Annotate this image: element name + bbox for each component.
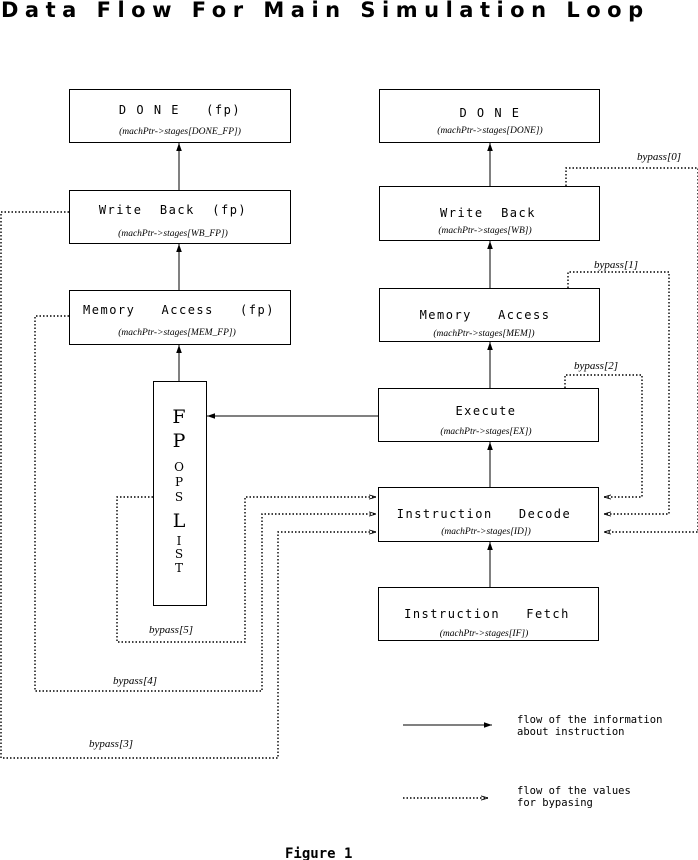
bypass-4-path	[34, 315, 376, 692]
bypass-3-path	[0, 211, 376, 759]
stage-mem-fp-sub: (machPtr->stages[MEM_FP])	[118, 327, 236, 338]
fp-ops-letter: F	[172, 406, 185, 428]
bypass-1-path	[567, 271, 670, 514]
stage-done-fp-label: D O N E (fp)	[119, 103, 241, 117]
stage-id: Instruction Decode (machPtr->stages[ID])	[378, 487, 599, 542]
fp-ops-list: F P O P S L I S T	[153, 381, 207, 606]
fp-ops-letter: S	[175, 547, 183, 561]
stage-wb-label: Write Back	[440, 206, 536, 220]
legend-solid-text-1: flow of the information	[517, 714, 662, 726]
stage-id-label: Instruction Decode	[397, 507, 572, 521]
fp-ops-letter: L	[173, 510, 186, 532]
bypass-4-label: bypass[4]	[113, 675, 157, 687]
stage-mem: Memory Access (machPtr->stages[MEM])	[379, 288, 600, 342]
stage-ex-sub: (machPtr->stages[EX])	[440, 426, 531, 437]
legend-solid-text-2: about instruction	[517, 726, 624, 738]
bypass-2-label: bypass[2]	[574, 360, 618, 372]
stage-done-fp-sub: (machPtr->stages[DONE_FP])	[119, 126, 241, 137]
stage-wb-fp-label: Write Back (fp)	[99, 203, 247, 217]
legend-dotted-text-1: flow of the values	[517, 785, 631, 797]
legend: flow of the information about instructio…	[403, 714, 662, 809]
stage-if-label: Instruction Fetch	[404, 607, 570, 621]
bypass-0-path	[565, 167, 698, 532]
stage-mem-fp: Memory Access (fp) (machPtr->stages[MEM_…	[69, 290, 291, 345]
bypass-5-path	[116, 497, 376, 643]
bypass-1-label: bypass[1]	[594, 259, 638, 271]
stage-mem-sub: (machPtr->stages[MEM])	[433, 328, 534, 339]
bypass-2-path	[564, 374, 643, 497]
stage-done-sub: (machPtr->stages[DONE])	[437, 125, 542, 136]
fp-ops-letter: I	[177, 534, 182, 548]
stage-done: D O N E (machPtr->stages[DONE])	[379, 89, 600, 143]
stage-ex-label: Execute	[455, 404, 516, 418]
stage-id-sub: (machPtr->stages[ID])	[441, 526, 531, 537]
stage-mem-fp-label: Memory Access (fp)	[83, 303, 275, 317]
legend-dotted-text-2: for bypasing	[517, 797, 593, 809]
stage-done-fp: D O N E (fp) (machPtr->stages[DONE_FP])	[69, 89, 291, 143]
bypass-5-label: bypass[5]	[149, 624, 193, 636]
fp-ops-letter: P	[175, 475, 183, 489]
diagram-title: Data Flow For Main Simulation Loop	[1, 0, 650, 22]
bypass-0-label: bypass[0]	[637, 151, 681, 163]
stage-wb-fp: Write Back (fp) (machPtr->stages[WB_FP])	[69, 190, 291, 244]
figure-caption: Figure 1	[285, 846, 352, 860]
fp-ops-letter: T	[175, 561, 183, 575]
stage-wb: Write Back (machPtr->stages[WB])	[379, 186, 600, 241]
fp-ops-letter: P	[173, 430, 186, 452]
stage-wb-fp-sub: (machPtr->stages[WB_FP])	[118, 228, 228, 239]
stage-mem-label: Memory Access	[420, 308, 551, 322]
bypass-3-label: bypass[3]	[89, 738, 133, 750]
stage-wb-sub: (machPtr->stages[WB])	[438, 225, 531, 236]
stage-ex: Execute (machPtr->stages[EX])	[378, 388, 599, 442]
fp-ops-letter: O	[174, 460, 184, 474]
stage-done-label: D O N E	[459, 106, 520, 120]
stage-if: Instruction Fetch (machPtr->stages[IF])	[378, 587, 599, 641]
fp-ops-letter: S	[175, 490, 183, 504]
stage-if-sub: (machPtr->stages[IF])	[440, 628, 529, 639]
